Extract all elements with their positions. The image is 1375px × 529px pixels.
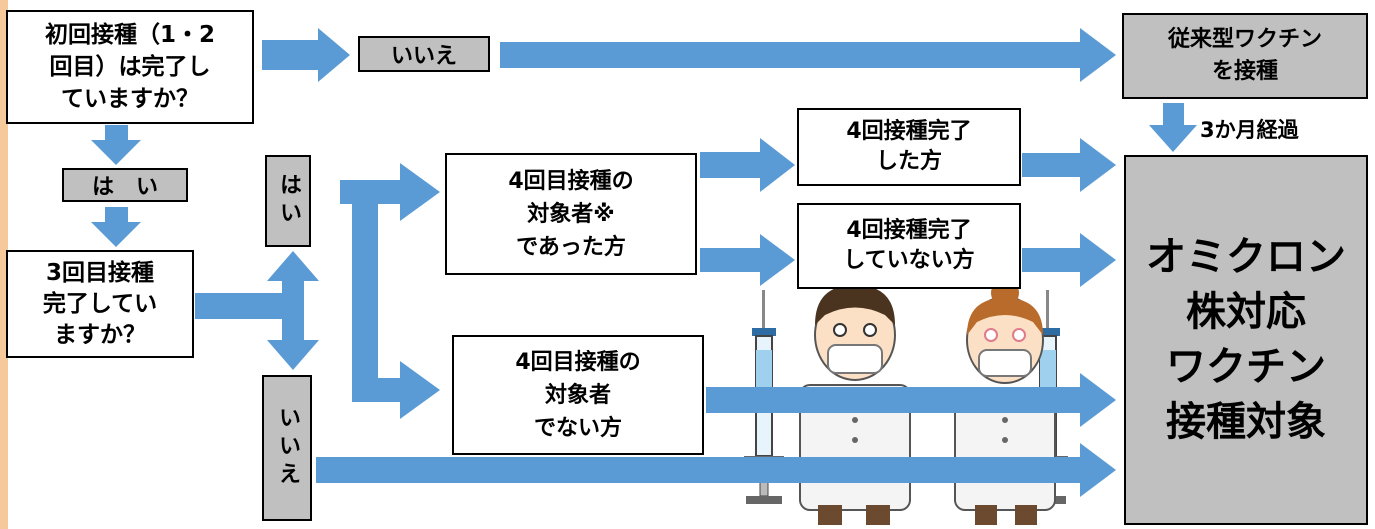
conventional-vaccine-box: 従来型ワクチン を接種 [1122,13,1368,99]
arrow-yes-down [91,207,141,247]
answer-no-initial: いいえ [358,36,490,72]
three-months-passed-label: 3か月経過 [1200,118,1299,142]
arrow-no2-to-result [316,443,1116,497]
arrow-to-notdone4 [700,234,795,286]
question-third-dose: 3回目接種 完了してい ますか？ [6,250,194,358]
four-doses-not-completed-box: 4回接種完了 していない方 [797,203,1021,289]
four-doses-completed-box: 4回接種完了 した方 [797,108,1021,186]
arrow-no-to-conventional [500,28,1116,82]
arrow-notdone4-to-result [1022,233,1116,287]
fourth-dose-not-target-box: 4回目接種の 対象者 でない方 [452,335,704,455]
arrow-q1-down [91,125,141,165]
arrow-target-no-to-result [706,373,1116,427]
arrow-to-target-yes [378,163,440,221]
side-strip [0,0,8,529]
arrow-done4-to-result [1022,138,1116,192]
fourth-dose-target-box: 4回目接種の 対象者※ であった方 [445,153,697,275]
arrow-bracket-vert [352,180,378,402]
answer-yes-initial: は い [62,168,188,202]
arrow-to-target-no [378,361,440,419]
omicron-vaccine-target-box: オミクロン 株対応 ワクチン 接種対象 [1124,155,1368,525]
arrow-q1-to-no [262,28,350,82]
arrow-q2-stem [195,293,297,319]
answer-yes-third: はい [265,155,311,247]
arrow-conventional-down [1149,103,1197,152]
arrow-q2-down [267,293,319,370]
arrow-q2-up [267,251,319,319]
arrow-to-done4 [700,138,795,192]
answer-no-third: いいえ [262,375,312,521]
question-initial-vaccination: 初回接種（1・2 回目）は完了し ていますか？ [6,10,254,124]
